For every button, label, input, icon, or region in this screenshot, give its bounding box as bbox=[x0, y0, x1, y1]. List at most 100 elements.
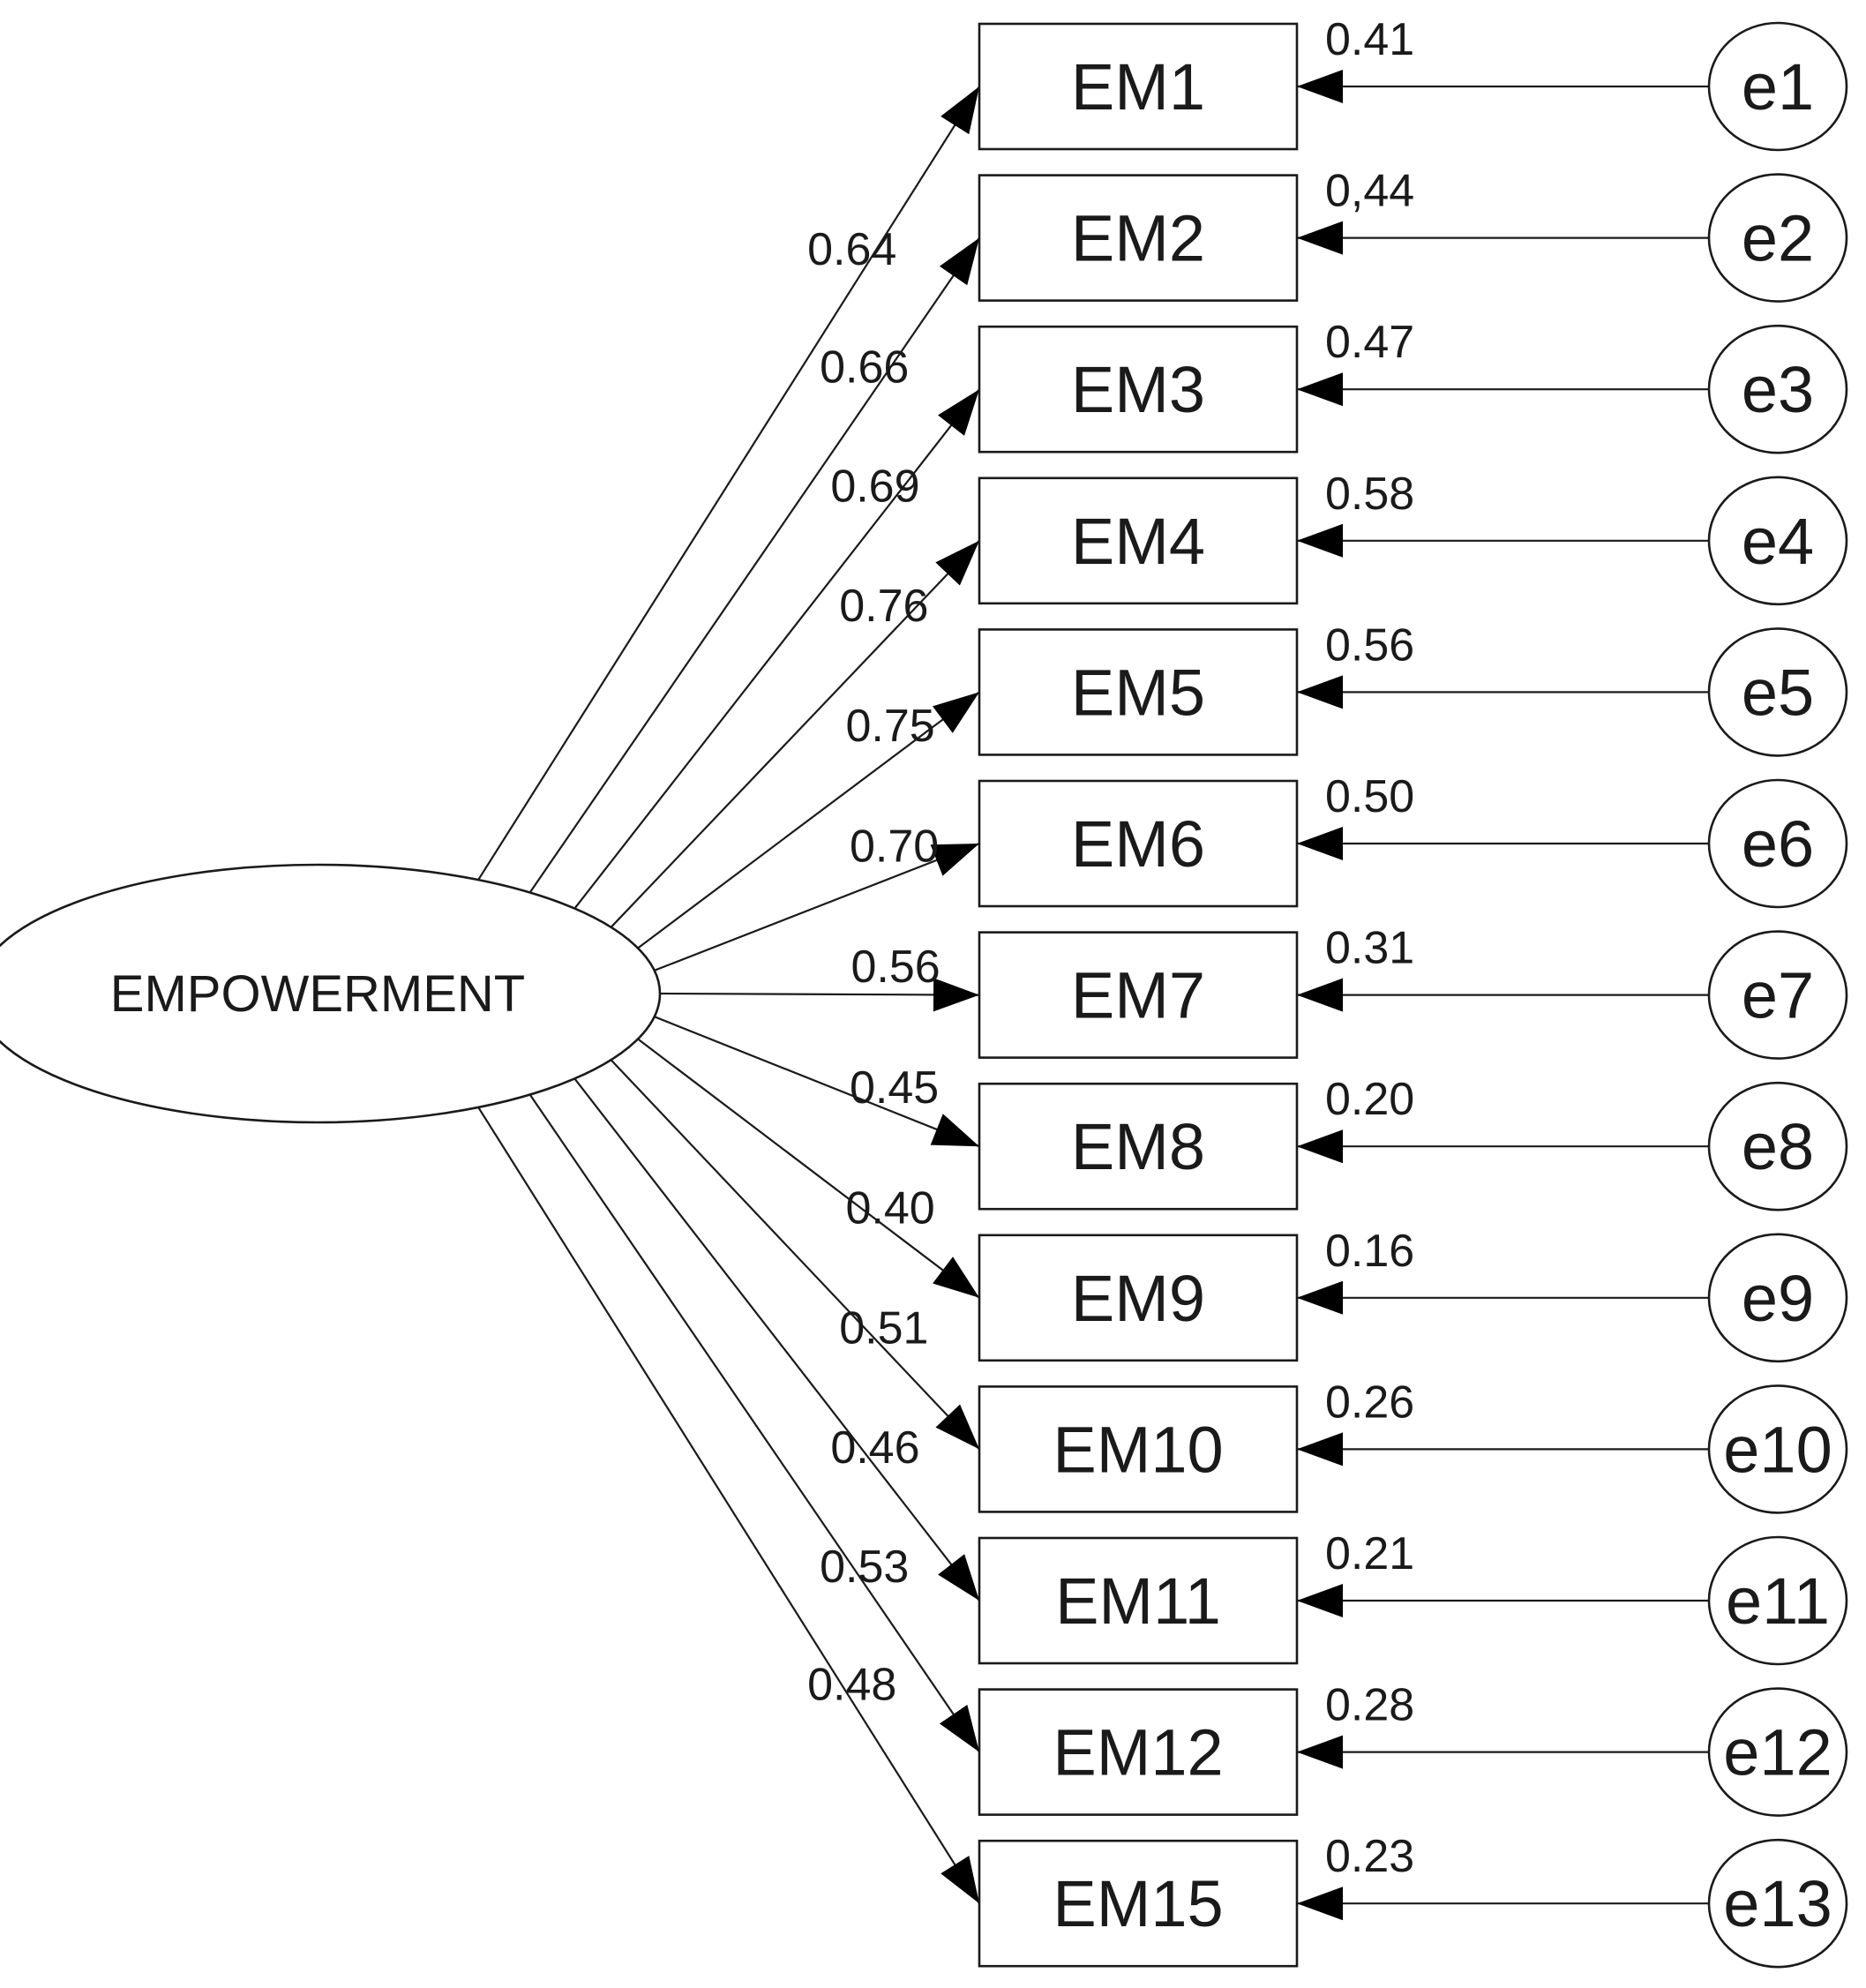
loading-coefficient-4: 0.76 bbox=[839, 581, 928, 632]
error-term-label-8: e8 bbox=[1742, 1110, 1814, 1183]
indicator-box-8 bbox=[978, 1082, 1299, 1211]
error-coefficient-9: 0.16 bbox=[1325, 1226, 1414, 1277]
error-term-label-3: e3 bbox=[1742, 353, 1814, 426]
indicator-box-4 bbox=[978, 476, 1299, 605]
loading-coefficient-5: 0.75 bbox=[846, 701, 935, 752]
error-coefficient-4: 0.58 bbox=[1325, 469, 1414, 520]
loading-arrowhead-10 bbox=[935, 1404, 979, 1450]
error-coefficient-8: 0.20 bbox=[1325, 1074, 1414, 1125]
error-term-circle-4 bbox=[1707, 476, 1848, 606]
error-term-label-2: e2 bbox=[1742, 202, 1814, 275]
indicator-label-3: EM3 bbox=[1071, 353, 1205, 426]
indicator-box-2 bbox=[978, 174, 1299, 302]
loading-path-1 bbox=[477, 86, 980, 881]
error-arrowhead-7 bbox=[1297, 978, 1343, 1012]
indicator-label-8: EM8 bbox=[1071, 1110, 1205, 1183]
error-coefficient-6: 0.50 bbox=[1325, 771, 1414, 822]
error-term-circle-1 bbox=[1707, 21, 1848, 152]
error-term-label-12: e12 bbox=[1723, 1716, 1832, 1789]
error-term-circle-6 bbox=[1707, 778, 1848, 909]
loading-coefficient-12: 0.53 bbox=[820, 1542, 909, 1593]
error-term-label-4: e4 bbox=[1742, 505, 1814, 578]
indicator-label-6: EM6 bbox=[1071, 807, 1205, 881]
error-term-circle-8 bbox=[1707, 1081, 1848, 1212]
error-coefficient-10: 0.26 bbox=[1325, 1377, 1414, 1428]
loading-arrowhead-1 bbox=[940, 86, 979, 135]
latent-factor-label: EMPOWERMENT bbox=[110, 965, 525, 1023]
loading-arrowhead-9 bbox=[933, 1257, 979, 1298]
error-term-label-10: e10 bbox=[1723, 1413, 1832, 1486]
indicator-label-11: EM11 bbox=[1055, 1564, 1221, 1638]
loading-coefficient-7: 0.56 bbox=[851, 941, 940, 993]
error-coefficient-3: 0.47 bbox=[1325, 317, 1414, 368]
error-arrowhead-11 bbox=[1297, 1584, 1343, 1617]
loading-path-2 bbox=[528, 236, 980, 894]
error-arrowhead-2 bbox=[1297, 221, 1343, 255]
error-term-circle-10 bbox=[1707, 1384, 1848, 1514]
error-arrowhead-12 bbox=[1297, 1735, 1343, 1769]
indicator-label-1: EM1 bbox=[1071, 50, 1205, 124]
loading-coefficient-9: 0.40 bbox=[846, 1182, 935, 1234]
error-term-circle-7 bbox=[1707, 930, 1848, 1060]
error-arrowhead-4 bbox=[1297, 523, 1343, 558]
error-term-label-6: e6 bbox=[1742, 807, 1814, 881]
error-term-label-1: e1 bbox=[1742, 50, 1814, 124]
error-term-circle-9 bbox=[1707, 1233, 1848, 1363]
loading-coefficient-10: 0.51 bbox=[839, 1303, 928, 1354]
loading-path-8 bbox=[654, 1016, 980, 1148]
loading-coefficient-13: 0.48 bbox=[807, 1660, 896, 1711]
indicator-label-9: EM9 bbox=[1071, 1262, 1205, 1335]
error-coefficient-12: 0.28 bbox=[1325, 1680, 1414, 1731]
indicator-label-7: EM7 bbox=[1071, 959, 1205, 1032]
indicator-box-1 bbox=[978, 22, 1299, 151]
error-coefficient-11: 0.21 bbox=[1325, 1528, 1414, 1579]
loading-arrowhead-13 bbox=[940, 1856, 979, 1904]
error-arrowhead-5 bbox=[1297, 675, 1343, 709]
loading-path-7 bbox=[659, 992, 980, 996]
error-term-label-7: e7 bbox=[1742, 959, 1814, 1032]
loading-path-6 bbox=[654, 842, 980, 971]
indicator-box-9 bbox=[978, 1234, 1299, 1362]
indicator-label-5: EM5 bbox=[1071, 656, 1205, 729]
loading-path-5 bbox=[637, 691, 980, 949]
loading-path-11 bbox=[573, 1077, 980, 1602]
loading-coefficient-11: 0.46 bbox=[830, 1422, 919, 1474]
loading-path-10 bbox=[610, 1059, 980, 1451]
indicator-label-4: EM4 bbox=[1071, 505, 1205, 578]
indicator-box-6 bbox=[978, 779, 1299, 908]
error-term-circle-11 bbox=[1707, 1535, 1848, 1666]
error-term-circle-3 bbox=[1707, 324, 1848, 454]
error-arrowhead-6 bbox=[1297, 827, 1343, 860]
error-arrowhead-8 bbox=[1297, 1129, 1343, 1164]
loading-arrowhead-7 bbox=[933, 978, 979, 1012]
indicator-box-5 bbox=[978, 628, 1299, 756]
error-arrowhead-13 bbox=[1297, 1887, 1343, 1921]
error-coefficient-7: 0.31 bbox=[1325, 923, 1414, 974]
loading-coefficient-3: 0.69 bbox=[830, 461, 919, 512]
error-term-circle-13 bbox=[1707, 1838, 1848, 1969]
indicator-box-12 bbox=[978, 1688, 1299, 1816]
loading-path-12 bbox=[528, 1093, 980, 1753]
error-coefficient-2: 0,44 bbox=[1325, 166, 1414, 217]
loading-arrowhead-12 bbox=[939, 1704, 979, 1752]
loading-arrowhead-2 bbox=[939, 237, 979, 286]
error-coefficient-13: 0.23 bbox=[1325, 1831, 1414, 1882]
loading-arrowhead-6 bbox=[930, 844, 979, 876]
loading-path-3 bbox=[573, 388, 980, 910]
loading-arrowhead-8 bbox=[930, 1114, 979, 1147]
latent-factor-ellipse bbox=[0, 863, 662, 1124]
indicator-box-13 bbox=[978, 1839, 1299, 1968]
error-term-circle-2 bbox=[1707, 173, 1848, 303]
indicator-box-10 bbox=[978, 1385, 1299, 1513]
loading-coefficient-8: 0.45 bbox=[850, 1062, 939, 1114]
indicator-label-2: EM2 bbox=[1071, 202, 1205, 275]
loading-path-13 bbox=[477, 1107, 980, 1904]
loading-path-4 bbox=[610, 540, 980, 928]
error-arrowhead-1 bbox=[1297, 70, 1343, 103]
loading-path-9 bbox=[637, 1038, 980, 1299]
loading-coefficient-1: 0.64 bbox=[807, 224, 896, 275]
indicator-label-13: EM15 bbox=[1053, 1867, 1223, 1940]
loading-arrowhead-3 bbox=[938, 389, 979, 436]
loading-arrowhead-11 bbox=[938, 1554, 979, 1601]
loading-coefficient-6: 0.70 bbox=[850, 821, 939, 873]
